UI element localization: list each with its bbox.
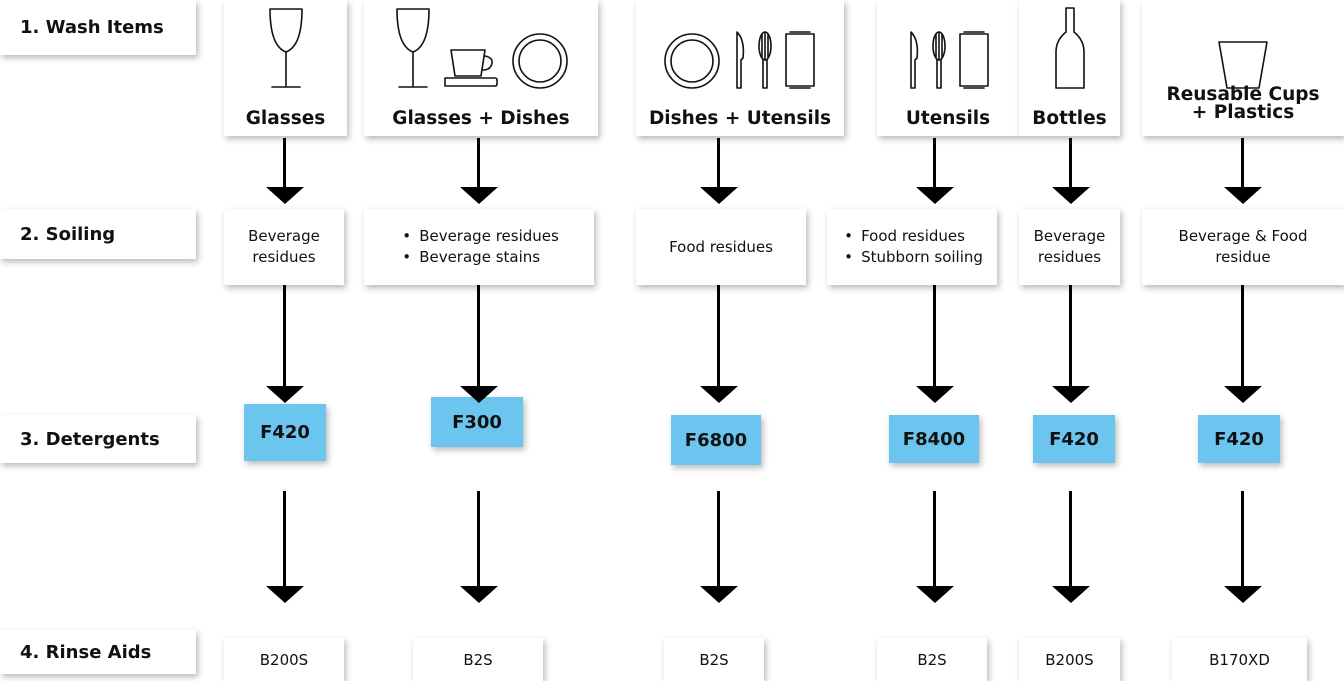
- detergent-badge-glasses: F420: [244, 404, 326, 461]
- wine-glass-icon: [266, 6, 306, 94]
- utensil-rack-icon: [783, 30, 817, 94]
- wash-item-card-dishes-utensils: Dishes + Utensils: [636, 0, 844, 136]
- wine-glass-icon: [393, 6, 433, 94]
- utensil-rack-icon: [957, 30, 991, 94]
- plate-icon: [663, 32, 721, 94]
- soiling-card-reusable-cups-plastics: Beverage & Food residue: [1142, 209, 1344, 285]
- soiling-card-bottles: Beverage residues: [1019, 209, 1120, 285]
- wash-item-card-utensils: Utensils: [877, 0, 1019, 136]
- soiling-text: Beverage & Food residue: [1178, 227, 1308, 266]
- rinse-aid-card-bottles: B200S: [1019, 638, 1120, 681]
- soiling-list-item: Beverage residues: [399, 226, 559, 247]
- detergent-badge-utensils: F8400: [889, 415, 979, 463]
- stage-label-soiling: 2. Soiling: [0, 209, 196, 259]
- soiling-list: Food residuesStubborn soiling: [841, 226, 983, 268]
- plate-icon: [511, 32, 569, 94]
- soiling-text: Beverage residues: [248, 227, 320, 266]
- stage-label-wash-items: 1. Wash Items: [0, 0, 196, 55]
- wash-item-icons: [224, 8, 347, 94]
- wash-item-card-bottles: Bottles: [1019, 0, 1120, 136]
- rinse-aid-card-dishes-utensils: B2S: [664, 638, 764, 681]
- soiling-card-utensils: Food residuesStubborn soiling: [827, 209, 997, 285]
- stage-label-detergents: 3. Detergents: [0, 415, 196, 463]
- wash-item-icons: [364, 8, 598, 94]
- wash-item-title: Dishes + Utensils: [648, 108, 832, 129]
- wash-item-title: Reusable Cups + Plastics: [1166, 84, 1320, 123]
- cup-saucer-icon: [443, 46, 501, 94]
- knife-icon: [731, 30, 747, 94]
- wash-item-title: Utensils: [905, 108, 991, 129]
- soiling-list-item: Beverage stains: [399, 247, 559, 268]
- wash-item-card-glasses: Glasses: [224, 0, 347, 136]
- wash-item-icons: [1019, 7, 1120, 94]
- wash-item-icons: [1142, 10, 1344, 94]
- fork-icon: [757, 30, 773, 94]
- knife-icon: [905, 30, 921, 94]
- rinse-aid-card-glasses: B200S: [224, 638, 344, 681]
- detergent-badge-reusable-cups-plastics: F420: [1198, 415, 1280, 463]
- bottle-icon: [1054, 6, 1086, 94]
- wash-item-card-glasses-dishes: Glasses + Dishes: [364, 0, 598, 136]
- detergent-badge-dishes-utensils: F6800: [671, 415, 761, 465]
- rinse-aid-card-glasses-dishes: B2S: [413, 638, 543, 681]
- soiling-text: Food residues: [669, 237, 773, 256]
- soiling-list: Beverage residuesBeverage stains: [399, 226, 559, 268]
- soiling-card-glasses: Beverage residues: [224, 209, 344, 285]
- rinse-aid-card-reusable-cups-plastics: B170XD: [1172, 638, 1307, 681]
- stage-label-rinse-aids: 4. Rinse Aids: [0, 630, 196, 674]
- wash-item-card-reusable-cups-plastics: Reusable Cups + Plastics: [1142, 0, 1344, 136]
- fork-icon: [931, 30, 947, 94]
- soiling-list-item: Stubborn soiling: [841, 247, 983, 268]
- wash-item-title: Glasses + Dishes: [392, 108, 570, 129]
- wash-item-icons: [636, 10, 844, 94]
- soiling-card-glasses-dishes: Beverage residuesBeverage stains: [364, 209, 594, 285]
- rinse-aid-card-utensils: B2S: [877, 638, 987, 681]
- soiling-text: Beverage residues: [1033, 227, 1106, 266]
- detergent-badge-glasses-dishes: F300: [431, 397, 523, 447]
- wash-item-title: Bottles: [1032, 108, 1107, 129]
- soiling-card-dishes-utensils: Food residues: [636, 209, 806, 285]
- wash-item-title: Glasses: [245, 108, 326, 129]
- wash-item-icons: [877, 10, 1019, 94]
- plastic-cup-icon: [1217, 40, 1269, 94]
- soiling-list-item: Food residues: [841, 226, 983, 247]
- detergent-badge-bottles: F420: [1033, 415, 1115, 463]
